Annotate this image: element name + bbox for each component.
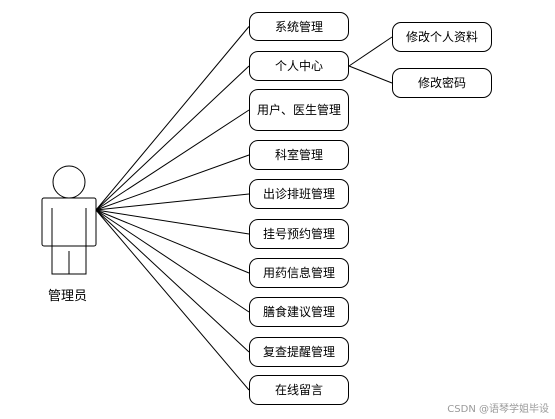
sub-function-box-s2: 修改密码 [392,68,492,98]
link-actor-f5 [95,193,250,211]
function-box-f9-label: 复查提醒管理 [262,345,335,359]
function-box-f8: 膳食建议管理 [249,297,349,327]
function-box-f7-label: 用药信息管理 [262,266,335,280]
link-actor-f3 [95,109,250,211]
function-box-f5-label: 出诊排班管理 [262,187,335,201]
function-box-f1: 系统管理 [249,12,349,41]
link-f2-s1 [348,36,393,67]
function-box-f4: 科室管理 [249,140,349,170]
link-actor-f1 [95,26,250,211]
function-box-f2: 个人中心 [249,51,349,81]
link-actor-f2 [95,65,250,211]
link-actor-f6 [95,209,250,235]
actor-head [52,165,86,199]
sub-function-box-s1: 修改个人资料 [392,22,492,52]
link-actor-f7 [95,209,250,274]
link-f2-s2 [348,65,393,84]
actor-figure [41,165,97,275]
sub-function-box-s1-label: 修改个人资料 [405,30,478,44]
function-box-f2-label: 个人中心 [274,59,323,73]
function-box-f6-label: 挂号预约管理 [262,227,335,241]
function-box-f8-label: 膳食建议管理 [262,305,335,319]
watermark: CSDN @语琴学姐毕设 [447,404,549,415]
actor-body [41,197,97,247]
link-actor-f8 [95,209,250,313]
function-box-f6: 挂号预约管理 [249,219,349,249]
function-box-f3-label: 用户、医生管理 [256,103,341,117]
link-actor-f10 [95,209,250,391]
function-box-f3: 用户、医生管理 [249,89,349,131]
function-box-f10: 在线留言 [249,375,349,405]
function-box-f5: 出诊排班管理 [249,179,349,209]
function-box-f7: 用药信息管理 [249,258,349,288]
sub-function-box-s2-label: 修改密码 [417,76,466,90]
function-box-f1-label: 系统管理 [274,19,323,34]
function-box-f9: 复查提醒管理 [249,337,349,367]
actor-label: 管理员 [48,289,88,304]
function-box-f10-label: 在线留言 [274,383,323,397]
function-box-f4-label: 科室管理 [274,148,323,162]
link-actor-f9 [95,209,250,353]
link-actor-f4 [95,154,250,211]
